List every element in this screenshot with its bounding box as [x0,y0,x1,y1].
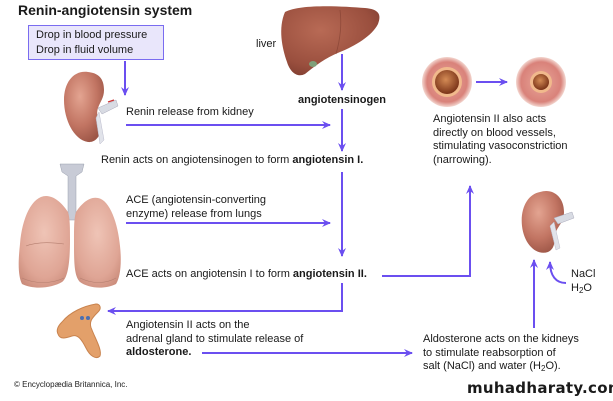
aldo-line2: to stimulate reabsorption of [423,346,556,359]
h2o-o: O [583,281,592,294]
nacl-label: NaCl [571,268,596,280]
adrenal-line2: adrenal gland to stimulate release of [126,332,304,345]
copyright-notice: © Encyclopædia Britannica, Inc. [14,380,128,389]
h2o-h: H [571,281,579,294]
vessel-line4: (narrowing). [433,153,492,166]
arrow-nacl-h2o-to-kidney [546,261,567,284]
watermark: muhadharaty.com [467,379,613,397]
liver-label: liver [256,38,277,50]
blood-vessel-constricted-illustration [516,57,566,107]
kidney-right-illustration [521,190,575,253]
ace-acts-prefix: ACE acts on angiotensin I to form [126,268,293,280]
adrenal-gland-illustration [56,303,101,359]
kidney-illustration [64,71,119,145]
blood-vessel-normal-illustration [422,57,472,107]
aldo-line3: salt (NaCl) and water (H2O). [423,360,579,374]
aldo-line3-suffix: O). [545,360,561,372]
ace-release-line1: ACE (angiotensin-converting [126,194,267,206]
renin-acts-text: Renin acts on angiotensinogen to form an… [101,154,363,168]
h2o-sub: 2 [578,285,584,295]
arrow-angiotensin-ii-to-vessels [382,185,474,277]
aldo-line3-sub: 2 [540,364,546,373]
trigger-blood-pressure: Drop in blood pressure [36,29,148,41]
ace-release-line2: enzyme) release from lungs [126,207,262,220]
angiotensin-i-label: angiotensin I. [292,154,364,166]
vessel-line3: stimulating vasoconstriction [433,140,568,152]
vessel-line2: directly on blood vessels, [433,126,556,139]
aldo-line1: Aldosterone acts on the kidneys [423,333,579,345]
adrenal-line1: Angiotensin II acts on the [126,319,250,331]
ace-acts-text: ACE acts on angiotensin I to form angiot… [126,268,367,282]
vessel-text: Angiotensin II also acts directly on blo… [433,113,568,167]
renin-acts-prefix: Renin acts on angiotensinogen to form [101,154,293,166]
adrenal-text: Angiotensin II acts on the adrenal gland… [126,319,303,360]
vessel-line1: Angiotensin II also acts [433,113,547,125]
angiotensinogen-label: angiotensinogen [298,94,386,106]
lungs-illustration [18,163,121,288]
aldosterone-kidney-text: Aldosterone acts on the kidneys to stimu… [423,333,579,374]
trigger-fluid-volume: Drop in fluid volume [36,44,134,56]
liver-illustration [281,6,380,76]
renin-release-text: Renin release from kidney [126,106,254,118]
arrow-angiotensin-ii-to-adrenal [107,283,343,315]
ace-release-text: ACE (angiotensin-converting enzyme) rele… [126,194,266,221]
aldo-line3-prefix: salt (NaCl) and water (H [423,360,541,372]
aldosterone-label: aldosterone. [126,346,192,358]
nacl-h2o-label: NaCl H2O [571,268,595,295]
trigger-box: Drop in blood pressure Drop in fluid vol… [28,25,164,60]
angiotensin-ii-label: angiotensin II. [292,268,367,280]
h2o-label: H2O [571,282,595,296]
diagram-title: Renin-angiotensin system [18,2,193,18]
